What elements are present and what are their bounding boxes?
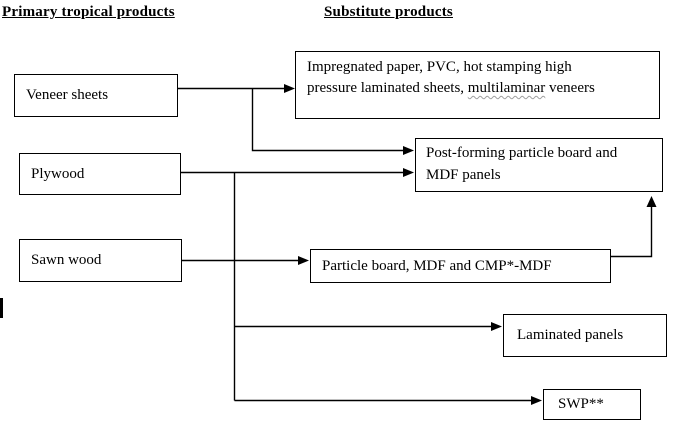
post-forming-label: Post-forming particle board and MDF pane… [426,145,618,183]
arrowhead-plywood-to-postforming [403,168,414,177]
box-laminated-panels: Laminated panels [503,314,667,357]
arrowhead-veneer-to-impregnated [284,84,295,93]
swp-label: SWP** [558,396,604,412]
sawn-wood-label: Sawn wood [31,252,102,268]
impregnated-paper-line2: pressure laminated sheets, multilaminar … [307,78,651,99]
arrowhead-branch-to-swp [531,396,542,405]
connector-particleboard-to-postforming [610,207,653,258]
primary-products-heading: Primary tropical products [2,4,175,20]
impregnated-paper-line1: Impregnated paper, PVC, hot stamping hig… [307,59,572,75]
box-swp: SWP** [543,389,641,420]
box-plywood: Plywood [19,153,181,195]
laminated-panels-label: Laminated panels [517,327,624,343]
plywood-label: Plywood [31,165,85,182]
left-edge-artifact [0,298,3,318]
box-sawn-wood: Sawn wood [19,239,182,282]
impregnated-line2-before: pressure laminated sheets, [307,80,468,96]
arrowhead-branch-to-laminated [491,322,502,331]
box-post-forming: Post-forming particle board and MDF pane… [415,138,663,192]
box-veneer-sheets: Veneer sheets [14,74,178,117]
impregnated-misspelled-word: multilaminar [467,80,546,96]
arrowhead-veneer-branch-to-postforming [403,146,414,155]
substitute-products-heading: Substitute products [324,4,453,20]
impregnated-line2-after: veneers [545,80,595,96]
arrowhead-sawnwood-to-particleboard [298,256,309,265]
particle-board-label: Particle board, MDF and CMP*-MDF [322,257,552,274]
box-particle-board: Particle board, MDF and CMP*-MDF [310,249,611,283]
arrowhead-particleboard-to-postforming [646,196,657,207]
box-impregnated-paper: Impregnated paper, PVC, hot stamping hig… [295,51,660,119]
veneer-sheets-label: Veneer sheets [26,87,109,103]
